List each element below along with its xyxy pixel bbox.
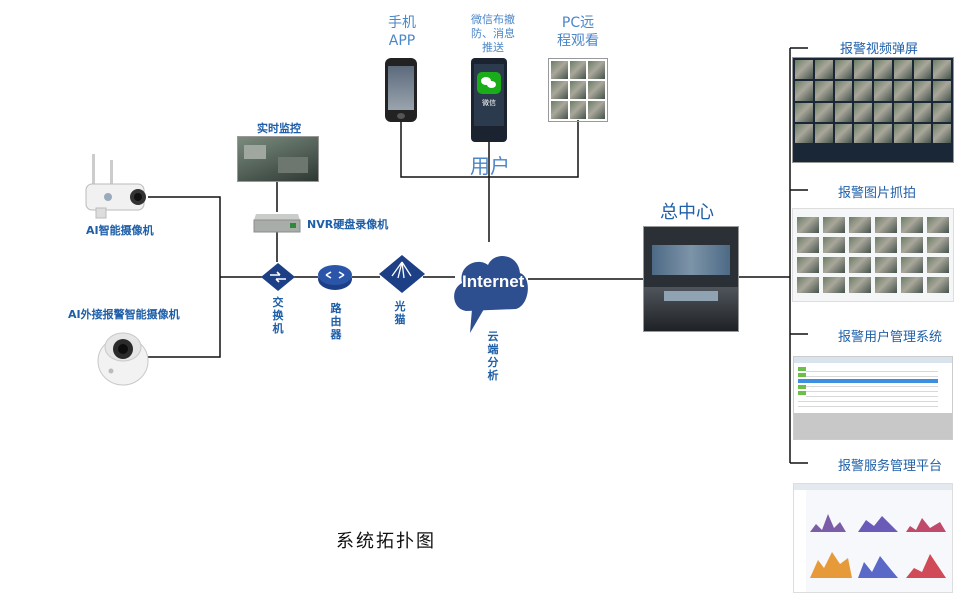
- snapshot-screen: [792, 208, 954, 302]
- video-popup-screen: [792, 57, 954, 163]
- monitor-label: 实时监控: [257, 122, 301, 135]
- users-group-label: 用户: [470, 154, 510, 178]
- wechat-phone-icon: 微信: [471, 58, 507, 142]
- diagram-caption: 系统拓扑图: [336, 531, 436, 552]
- dome-camera-icon: [97, 332, 149, 386]
- phone-icon: [385, 58, 417, 122]
- center-label: 总中心: [660, 202, 714, 223]
- internet-label: Internet: [462, 272, 525, 291]
- service-platform-screen: [793, 483, 953, 593]
- bullet-camera-icon: [85, 154, 146, 219]
- optical-modem-icon: [379, 255, 425, 293]
- wechat-app-label: 微信: [482, 99, 496, 107]
- wechat-logo-icon: [477, 72, 501, 94]
- cloud-analysis-label: 云端分析: [487, 330, 499, 382]
- platform-mini-charts: [810, 514, 946, 578]
- modem-label: 光猫: [394, 300, 406, 326]
- nvr-icon: [253, 214, 301, 233]
- user-mgmt-screen: [793, 356, 953, 440]
- switch-label: 交换机: [272, 296, 284, 335]
- output-label-snapshot: 报警图片抓拍: [838, 186, 917, 201]
- router-icon: [318, 265, 352, 290]
- switch-icon: [261, 263, 295, 291]
- output-label-video-popup: 报警视频弹屏: [840, 42, 919, 57]
- output-label-service-platform: 报警服务管理平台: [838, 459, 943, 474]
- alarm-camera-label: AI外接报警智能摄像机: [68, 308, 180, 321]
- wechat-label: 微信布撤防、消息推送: [471, 13, 515, 54]
- internet-cloud-icon: [454, 255, 528, 333]
- router-label: 路由器: [330, 302, 342, 341]
- monitor-screen: [237, 136, 319, 182]
- output-label-user-mgmt: 报警用户管理系统: [838, 330, 943, 345]
- phone-app-label: 手机APP: [388, 15, 416, 49]
- nvr-label: NVR硬盘录像机: [307, 218, 389, 231]
- control-center-photo: [643, 226, 739, 332]
- pc-remote-screen: [548, 58, 608, 122]
- ai-camera-label: AI智能摄像机: [86, 224, 154, 237]
- pc-remote-label: PC远程观看: [557, 15, 599, 49]
